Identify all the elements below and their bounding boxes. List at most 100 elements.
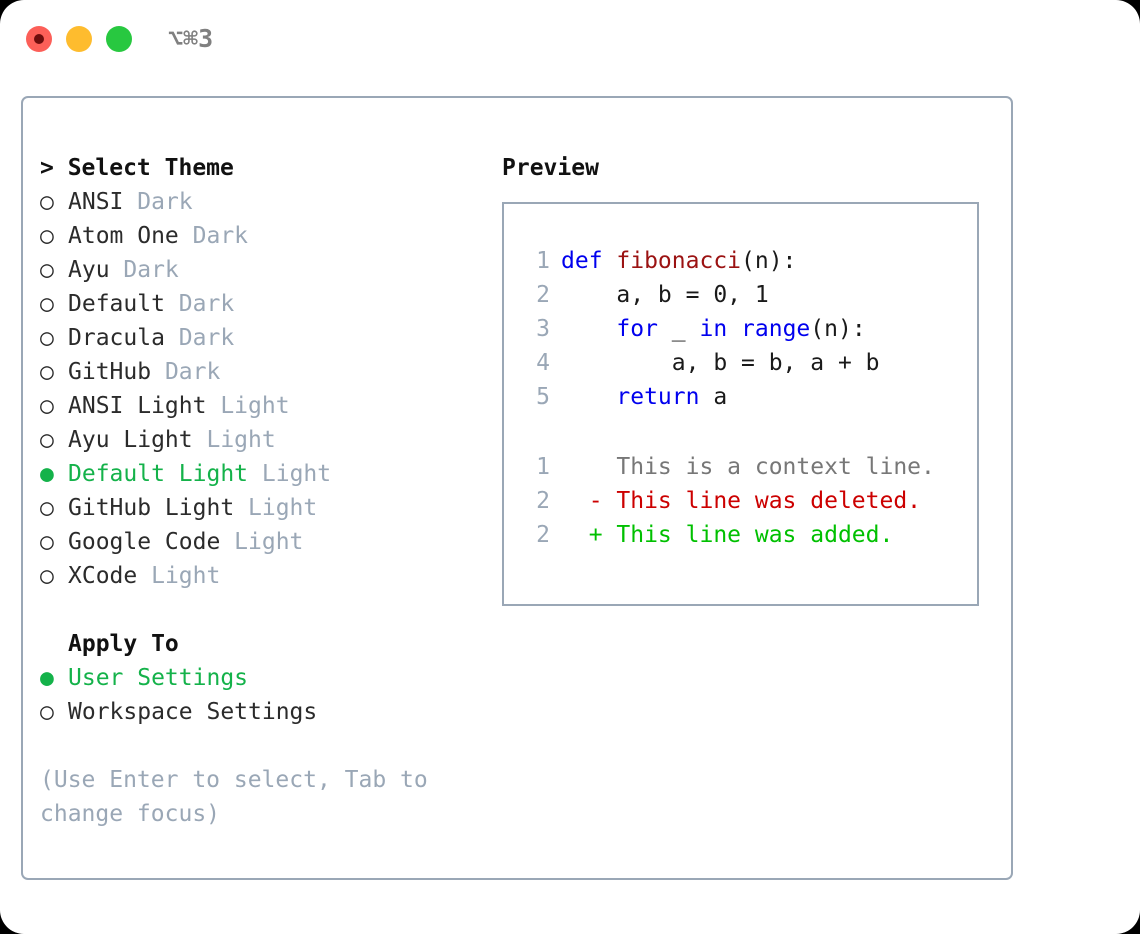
apply-to-item[interactable]: ○ Workspace Settings bbox=[40, 695, 480, 729]
code-token: def bbox=[561, 248, 617, 274]
radio-unselected-icon: ○ bbox=[40, 393, 54, 419]
theme-list-column: > Select Theme ○ANSI Dark○Atom One Dark○… bbox=[40, 151, 480, 729]
theme-variant-label: Light bbox=[220, 393, 290, 419]
theme-list: ○ANSI Dark○Atom One Dark○Ayu Dark○Defaul… bbox=[40, 185, 480, 593]
theme-variant-label: Dark bbox=[178, 291, 235, 317]
theme-name-label: ANSI Light bbox=[68, 393, 221, 419]
code-token bbox=[561, 384, 616, 410]
radio-unselected-icon: ○ bbox=[40, 529, 54, 555]
radio-unselected-icon: ○ bbox=[40, 257, 54, 283]
theme-variant-label: Light bbox=[234, 529, 304, 555]
theme-list-item[interactable]: ○ Google Code Light bbox=[40, 525, 480, 559]
apply-to-item[interactable]: ● User Settings bbox=[40, 661, 480, 695]
theme-list-item[interactable]: ○ Ayu Light Light bbox=[40, 423, 480, 457]
theme-name-label: Default Light bbox=[68, 461, 262, 487]
diff-text: This line was added. bbox=[602, 522, 894, 548]
code-token: (n): bbox=[741, 248, 797, 274]
code-token bbox=[727, 316, 741, 342]
theme-list-item[interactable]: ○ANSI Dark bbox=[40, 185, 480, 219]
code-token: fibonacci bbox=[616, 248, 742, 274]
code-token: range bbox=[741, 316, 811, 342]
code-token: a, b = 0, 1 bbox=[561, 282, 769, 308]
theme-variant-label: Light bbox=[248, 495, 318, 521]
theme-list-item[interactable]: ○Dracula Dark bbox=[40, 321, 480, 355]
diff-marker bbox=[561, 454, 603, 480]
diff-line: 2 + This line was added. bbox=[520, 518, 971, 552]
window-titlebar: ⌥⌘3 bbox=[0, 0, 1140, 80]
theme-name-label: Ayu bbox=[68, 257, 124, 283]
theme-variant-label: Light bbox=[206, 427, 276, 453]
keyboard-shortcut-label: ⌥⌘3 bbox=[168, 24, 214, 53]
radio-unselected-icon: ○ bbox=[40, 359, 54, 385]
code-line: 4 a, b = b, a + b bbox=[520, 346, 971, 380]
line-number: 2 bbox=[536, 488, 550, 514]
list-spacer bbox=[40, 593, 480, 627]
line-number: 4 bbox=[536, 350, 550, 376]
code-line: 3 for _ in range(n): bbox=[520, 312, 971, 346]
theme-name-label: Default bbox=[68, 291, 179, 317]
radio-unselected-icon: ○ bbox=[40, 325, 54, 351]
theme-selector-panel: > Select Theme ○ANSI Dark○Atom One Dark○… bbox=[21, 96, 1013, 880]
diff-marker: - bbox=[561, 488, 603, 514]
preview-title: Preview bbox=[502, 155, 599, 181]
theme-list-item[interactable]: ○ Ayu Dark bbox=[40, 253, 480, 287]
line-number: 2 bbox=[536, 522, 550, 548]
maximize-window-button[interactable] bbox=[106, 26, 132, 52]
radio-unselected-icon: ○ bbox=[40, 223, 54, 249]
radio-unselected-icon: ○ bbox=[40, 495, 54, 521]
keyboard-hint-text: (Use Enter to select, Tab to change focu… bbox=[40, 767, 428, 827]
diff-line: 1 This is a context line. bbox=[520, 450, 971, 484]
theme-list-header: > Select Theme bbox=[40, 155, 234, 181]
theme-name-label: Ayu Light bbox=[68, 427, 207, 453]
code-token: (n): bbox=[810, 316, 866, 342]
theme-list-item[interactable]: ○GitHub Light Light bbox=[40, 491, 480, 525]
diff-marker: + bbox=[561, 522, 603, 548]
close-window-button[interactable] bbox=[26, 26, 52, 52]
line-number: 5 bbox=[536, 384, 550, 410]
theme-name-label: GitHub bbox=[68, 359, 165, 385]
line-number: 1 bbox=[536, 248, 550, 274]
theme-list-item[interactable]: ○Atom One Dark bbox=[40, 219, 480, 253]
theme-variant-label: Light bbox=[261, 461, 332, 487]
theme-name-label: Dracula bbox=[68, 325, 179, 351]
theme-name-label: Google Code bbox=[68, 529, 235, 555]
radio-selected-icon: ● bbox=[40, 665, 54, 691]
diff-sample: 1 This is a context line.2 - This line w… bbox=[520, 450, 971, 552]
radio-unselected-icon: ○ bbox=[40, 427, 54, 453]
code-token: for bbox=[616, 316, 658, 342]
code-token: return bbox=[616, 384, 700, 410]
diff-text: This line was deleted. bbox=[602, 488, 922, 514]
apply-to-header: Apply To bbox=[68, 631, 179, 657]
minimize-window-button[interactable] bbox=[66, 26, 92, 52]
line-number: 3 bbox=[536, 316, 550, 342]
code-line: 1 def fibonacci(n): bbox=[520, 244, 971, 278]
apply-to-label: User Settings bbox=[68, 665, 249, 691]
radio-unselected-icon: ○ bbox=[40, 699, 54, 725]
code-diff-spacer bbox=[520, 414, 971, 450]
theme-list-item[interactable]: ○GitHub Dark bbox=[40, 355, 480, 389]
code-token: in bbox=[699, 316, 728, 342]
theme-list-item[interactable]: ○XCode Light bbox=[40, 559, 480, 593]
theme-variant-label: Dark bbox=[192, 223, 249, 249]
code-line: 5 return a bbox=[520, 380, 971, 414]
code-token: a, b = b, a + b bbox=[561, 350, 880, 376]
code-token: _ bbox=[657, 316, 700, 342]
theme-variant-label: Dark bbox=[123, 257, 179, 283]
apply-to-label: Workspace Settings bbox=[68, 699, 318, 725]
diff-text: This is a context line. bbox=[602, 454, 935, 480]
theme-list-item[interactable]: ○ ANSI Light Light bbox=[40, 389, 480, 423]
line-number: 2 bbox=[536, 282, 550, 308]
code-token bbox=[561, 316, 616, 342]
apply-to-list: ● User Settings ○ Workspace Settings bbox=[40, 661, 480, 729]
diff-line: 2 - This line was deleted. bbox=[520, 484, 971, 518]
theme-variant-label: Dark bbox=[137, 189, 193, 215]
radio-unselected-icon: ○ bbox=[40, 563, 54, 589]
theme-list-item[interactable]: ○Default Dark bbox=[40, 287, 480, 321]
theme-list-item[interactable]: ●Default Light Light bbox=[40, 457, 480, 491]
theme-name-label: XCode bbox=[68, 563, 152, 589]
line-number: 1 bbox=[536, 454, 550, 480]
